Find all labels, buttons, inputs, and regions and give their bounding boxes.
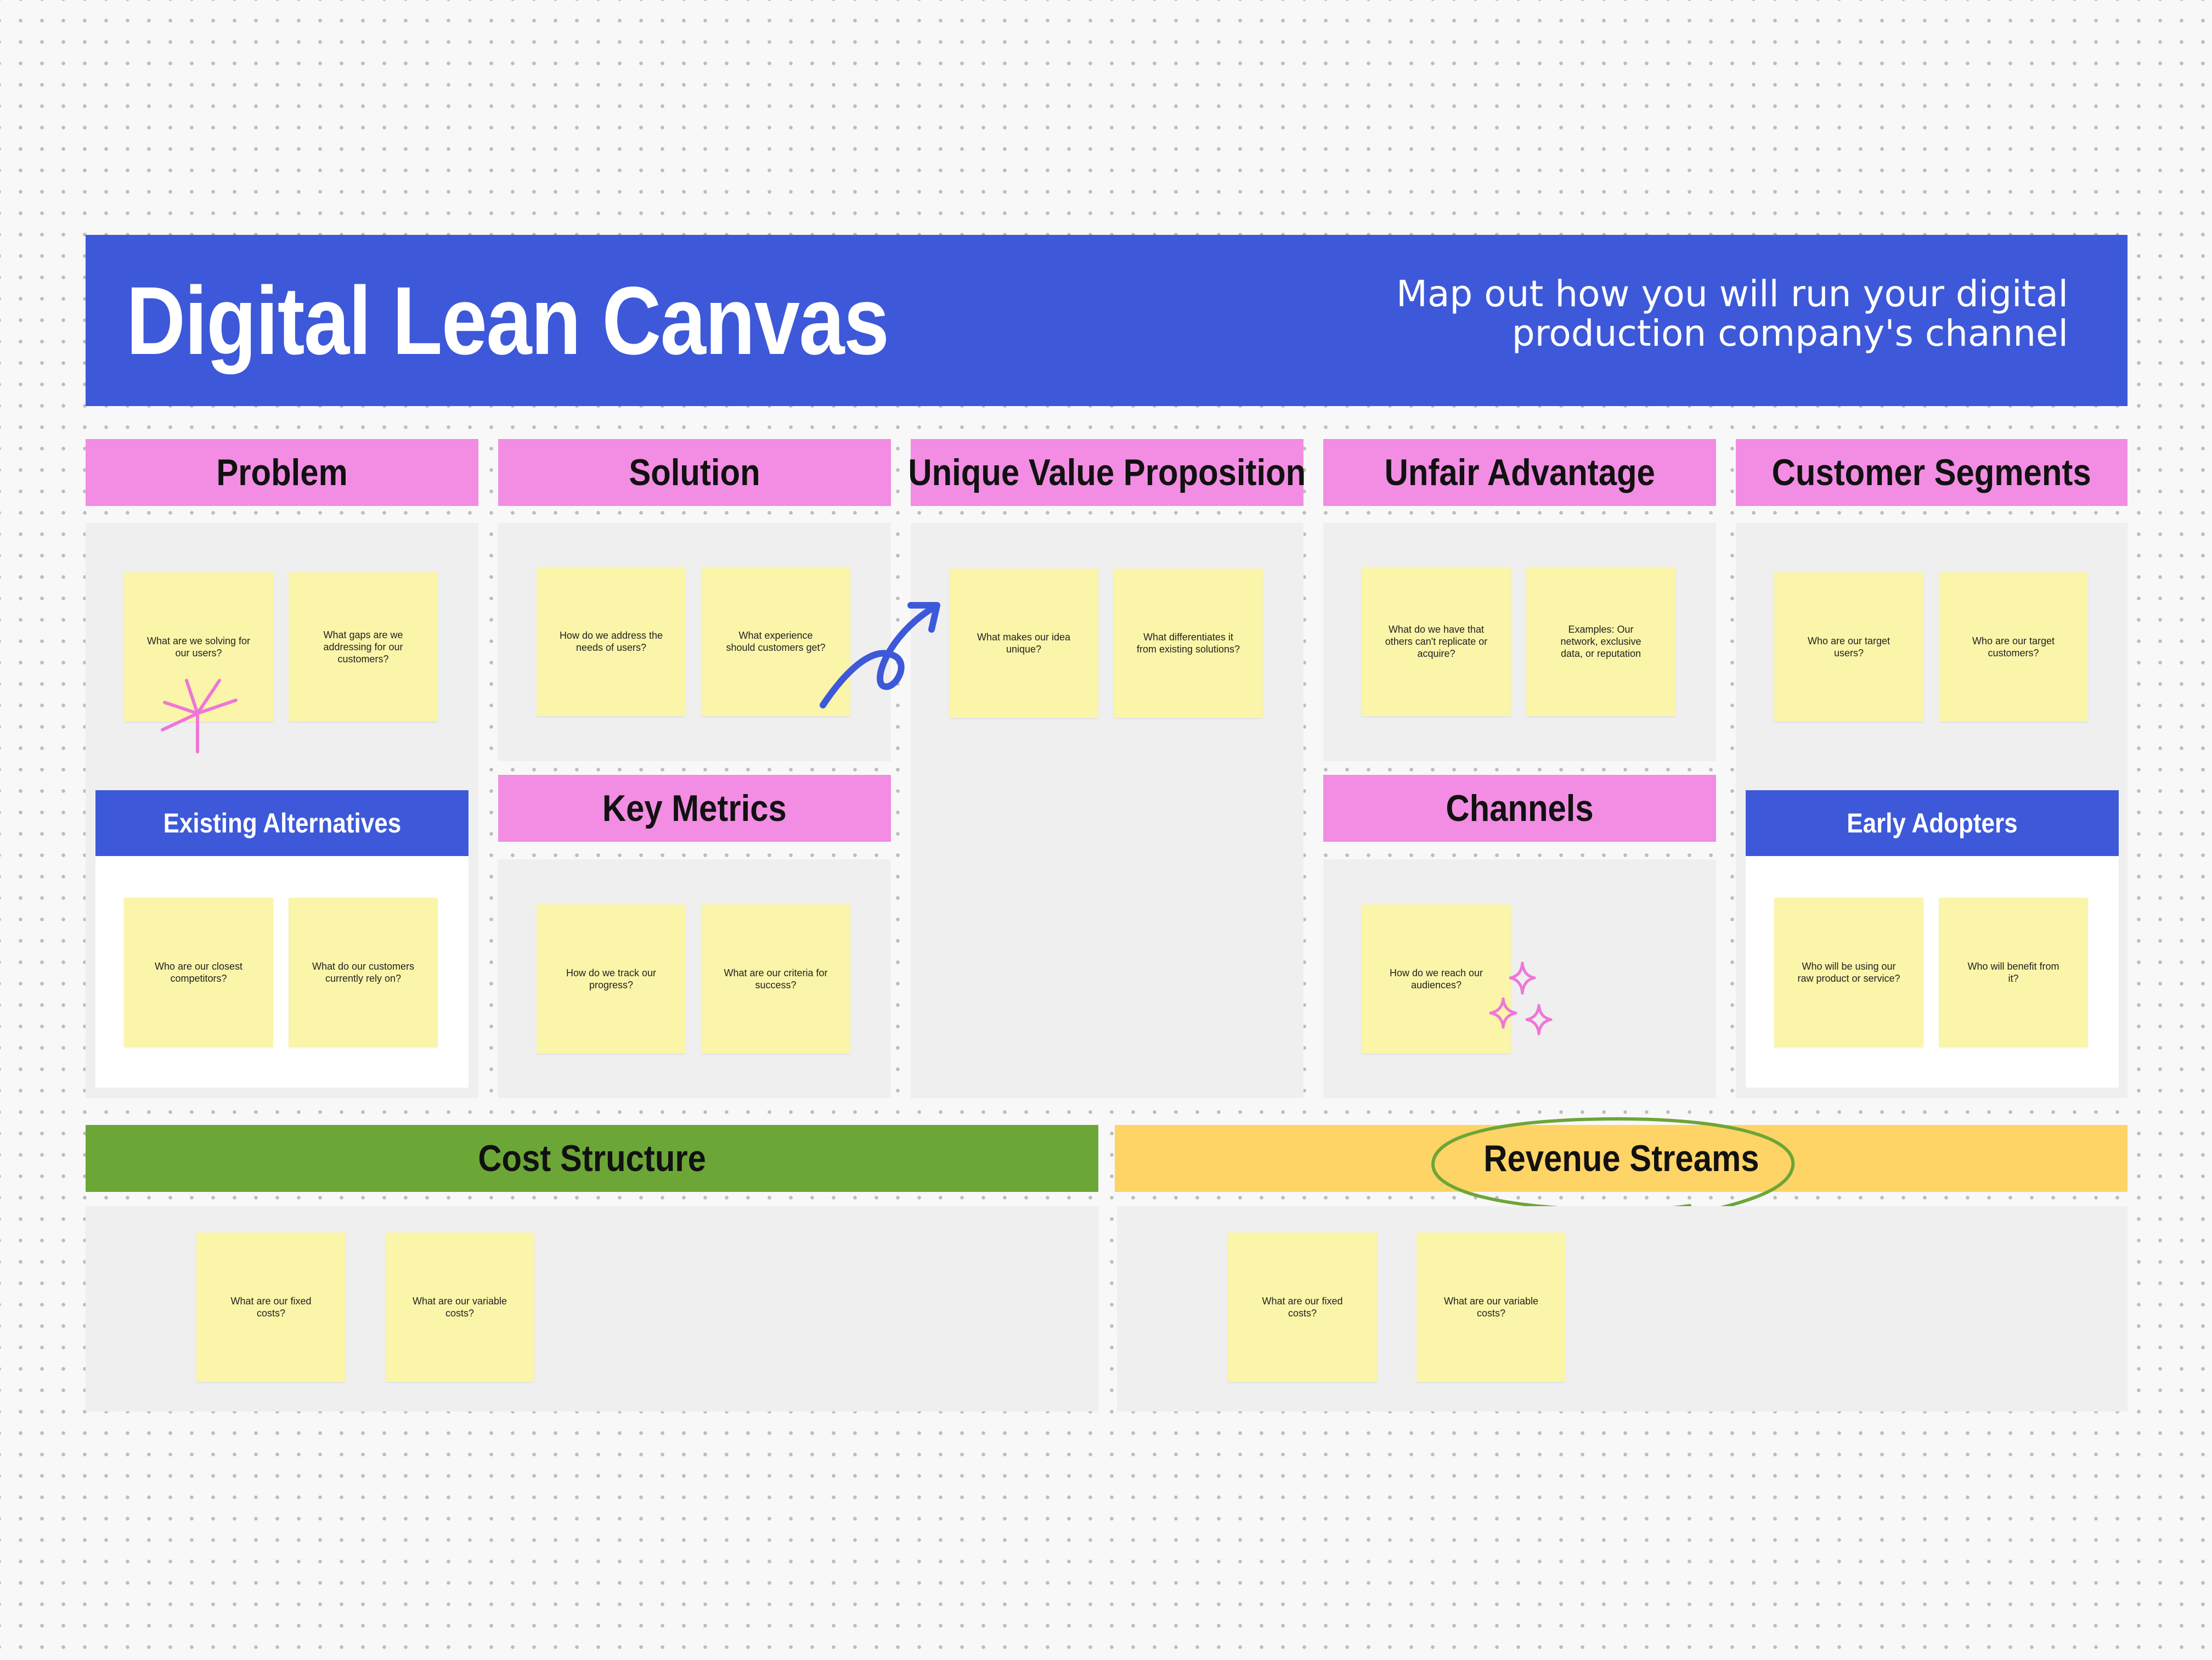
- page-title: Digital Lean Canvas: [126, 267, 889, 375]
- solution-header[interactable]: Solution: [498, 439, 891, 506]
- page-subtitle: Map out how you will run your digital pr…: [1190, 274, 2068, 353]
- revenue-streams-header[interactable]: Revenue Streams: [1115, 1125, 2128, 1192]
- sticky-note[interactable]: Who are our closest competitors?: [124, 898, 273, 1047]
- cost-structure-header[interactable]: Cost Structure: [86, 1125, 1098, 1192]
- sticky-note[interactable]: What differentiates it from existing sol…: [1114, 569, 1263, 718]
- canvas-header-banner: [86, 235, 2128, 406]
- sticky-note[interactable]: What are our fixed costs?: [1228, 1233, 1377, 1382]
- curly-arrow-icon: [820, 602, 940, 708]
- channels-header[interactable]: Channels: [1323, 775, 1716, 842]
- key-metrics-header[interactable]: Key Metrics: [498, 775, 891, 842]
- sticky-note[interactable]: What do we have that others can't replic…: [1362, 567, 1511, 716]
- sticky-note[interactable]: How do we track our progress?: [537, 904, 686, 1054]
- sticky-note[interactable]: What experience should customers get?: [701, 567, 850, 716]
- unfair-advantage-header[interactable]: Unfair Advantage: [1323, 439, 1716, 506]
- sticky-note[interactable]: Who will benefit from it?: [1939, 898, 2088, 1047]
- sticky-note[interactable]: Who will be using our raw product or ser…: [1774, 898, 1923, 1047]
- sticky-note[interactable]: Who are our target customers?: [1939, 572, 2088, 722]
- sticky-note[interactable]: What are we solving for our users?: [124, 572, 273, 722]
- sticky-note[interactable]: What gaps are we addressing for our cust…: [289, 572, 438, 722]
- subtitle-line-1: Map out how you will run your digital: [1396, 273, 2068, 315]
- sticky-note[interactable]: What are our variable costs?: [385, 1233, 534, 1382]
- sticky-note[interactable]: What do our customers currently rely on?: [289, 898, 438, 1047]
- sticky-note[interactable]: What makes our idea unique?: [949, 569, 1098, 718]
- problem-title: Problem: [216, 452, 348, 493]
- sticky-note[interactable]: What are our variable costs?: [1417, 1233, 1566, 1382]
- problem-header[interactable]: Problem: [86, 439, 478, 506]
- subtitle-line-2: production company's channel: [1511, 312, 2068, 354]
- sticky-note[interactable]: Who are our target users?: [1774, 572, 1923, 722]
- uvp-header[interactable]: Unique Value Proposition: [909, 439, 1306, 506]
- sticky-note[interactable]: How do we reach our audiences?: [1362, 904, 1511, 1054]
- sticky-note[interactable]: How do we address the needs of users?: [537, 567, 686, 716]
- existing-alternatives-header[interactable]: Existing Alternatives: [95, 790, 469, 856]
- burst-icon: [161, 679, 238, 753]
- early-adopters-header[interactable]: Early Adopters: [1746, 790, 2119, 856]
- sticky-note[interactable]: What are our fixed costs?: [196, 1233, 346, 1382]
- sticky-note[interactable]: What are our criteria for success?: [701, 904, 850, 1054]
- sticky-note[interactable]: Examples: Our network, exclusive data, o…: [1526, 567, 1675, 716]
- sparkle-icon: [1489, 961, 1553, 1036]
- customer-segments-header[interactable]: Customer Segments: [1736, 439, 2128, 506]
